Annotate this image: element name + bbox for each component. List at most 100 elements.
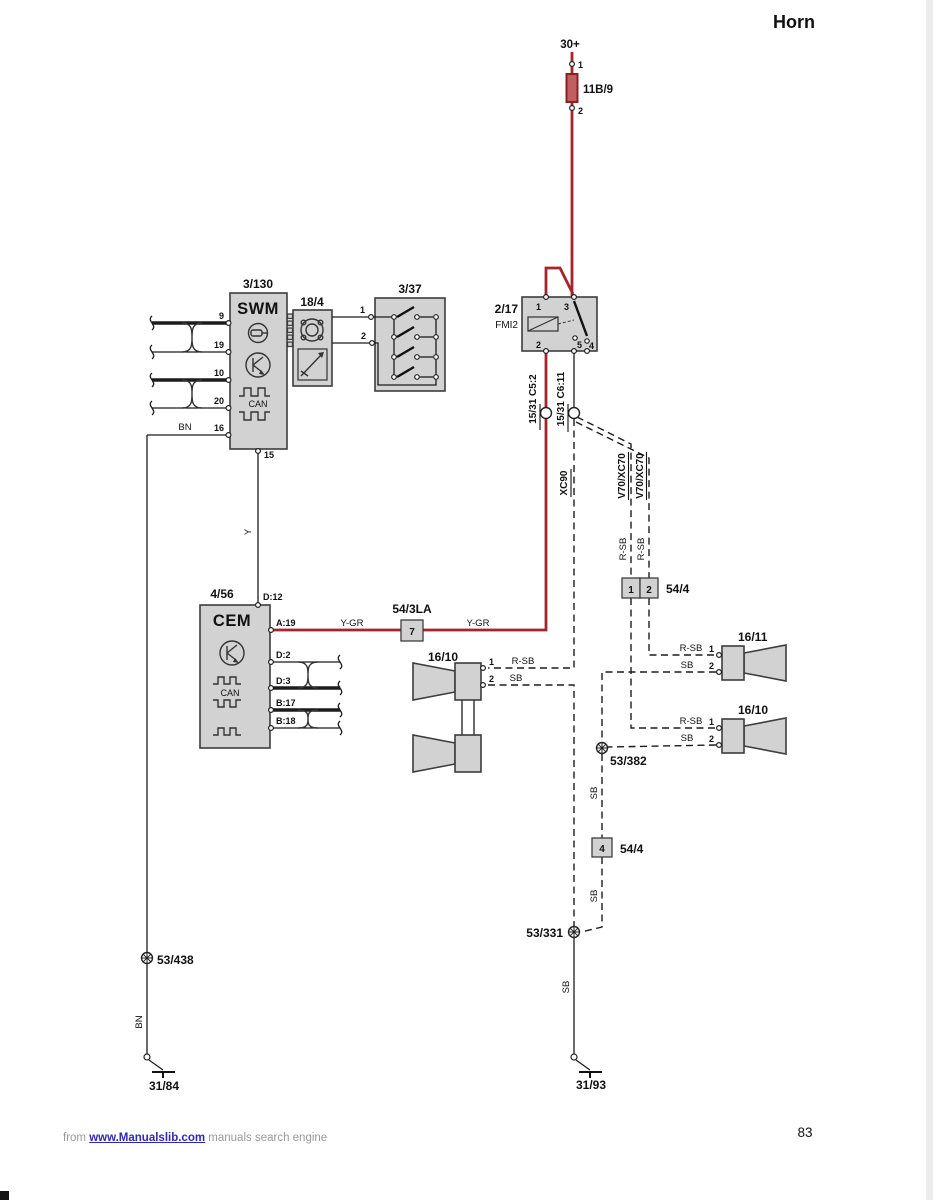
can-bus-icon: CAN <box>239 387 270 421</box>
connector-54-3la-id: 54/3LA <box>392 602 432 616</box>
relay-pin-3-label: 3 <box>564 302 569 312</box>
ground-symbol <box>143 1053 176 1079</box>
relay-pin-2 <box>542 348 549 355</box>
wire-sb-label-left-horn: SB <box>510 673 523 684</box>
cem-pin-d12-label: D:12 <box>263 592 283 602</box>
swm-can-label: CAN <box>248 399 267 409</box>
wire-left-horn-sb <box>488 684 575 926</box>
swm-pin-9 <box>225 320 232 327</box>
ground-symbol <box>570 1053 603 1079</box>
cem-pin-b17-label: B:17 <box>276 698 296 708</box>
wire-rsb-label-1: R-SB <box>618 538 629 561</box>
splice-53-331-label: 53/331 <box>526 926 563 940</box>
twist-symbol-3 <box>297 661 319 689</box>
horn-left-bell-2 <box>412 734 456 773</box>
horn-right-16-10-pin-1-label: 1 <box>709 717 714 727</box>
wire-break-squiggle-1 <box>149 315 155 331</box>
horn-16-11-id: 16/11 <box>738 630 768 644</box>
cem-pin-b17 <box>268 706 275 713</box>
horn-left-pin-1 <box>480 664 487 671</box>
horn-16-11-pin-2 <box>715 668 722 675</box>
can-bus-icon: CAN <box>213 676 241 708</box>
relay-actuator-link <box>557 319 575 325</box>
horn-right-16-10-pin-1 <box>715 724 722 731</box>
connector-54-3la-cavity <box>400 619 424 642</box>
fuse-pin-2 <box>568 104 575 111</box>
horn-icon <box>247 322 269 344</box>
supply-30-label: 30+ <box>560 39 580 51</box>
wire-sb-from-right-16-10 <box>607 744 717 748</box>
splice-53-438: 53/438 <box>140 951 194 967</box>
cavity-1-label: 1 <box>628 585 634 596</box>
switch-row <box>391 365 439 380</box>
swm-pin-16-label: 16 <box>214 423 224 433</box>
wire-break-squiggle-3 <box>149 372 155 388</box>
wire-branch-to-relay-pin1 <box>544 266 575 296</box>
switch-row <box>391 345 439 360</box>
wire-v70-rsb-1 <box>576 416 632 578</box>
wire-sb-label-mid-2: SB <box>589 890 600 903</box>
horn-switch-pin-1 <box>368 314 375 321</box>
relay-pin-4 <box>583 348 590 355</box>
relay-coil-diagonal <box>527 316 559 332</box>
horn-switch-pin-2 <box>369 340 376 347</box>
relay-pin-4-label: 4 <box>589 341 594 351</box>
splice-53-382-label: 53/382 <box>610 754 647 768</box>
horn-switch-body <box>374 297 446 392</box>
clockspring-id-label: 18/4 <box>300 295 324 309</box>
cem-twisted-pairs <box>273 654 343 736</box>
variant-v70-label-2: V70/XC70 <box>635 453 646 499</box>
fuse-pin-1 <box>568 60 575 67</box>
ground-31-93: 31/93 <box>570 1053 606 1092</box>
swm-id-label: 3/130 <box>243 277 273 291</box>
relay-2-17: 2/17 FMI2 1 3 2 5 4 <box>495 294 598 355</box>
pin2-inner-wire <box>374 342 437 386</box>
swm-module-3-130: 3/130 SWM CAN 9 19 10 20 16 <box>147 277 288 535</box>
wire-sb-from-16-11 <box>601 671 716 742</box>
swm-pin-10 <box>225 377 232 384</box>
connector-54-4-cavity-4 <box>591 837 613 858</box>
wire-break-squiggle-2 <box>149 344 155 360</box>
splice-symbol <box>567 925 581 939</box>
horn-switch-id-label: 3/37 <box>398 282 422 296</box>
horn-left-body-1 <box>454 662 482 701</box>
horn-16-11-pin-1 <box>715 651 722 658</box>
connector-54-4-cavity-2 <box>639 577 659 599</box>
cem-pin-b18 <box>268 724 275 731</box>
footer-suffix: manuals search engine <box>208 1132 328 1144</box>
relay-name-label: FMI2 <box>495 320 518 331</box>
cem-pin-d12 <box>255 601 262 608</box>
horn-right-16-10-bell <box>743 717 787 755</box>
swm-name-label: SWM <box>237 300 279 318</box>
wire-break-squiggle-7 <box>337 702 343 718</box>
cavity-7-label: 7 <box>409 627 415 638</box>
connector-54-4-id: 54/4 <box>666 582 690 596</box>
manualslib-link[interactable]: www.Manualslib.com <box>89 1132 206 1144</box>
wire-xc90-rsb <box>488 419 575 669</box>
horn-left-pin-1-label: 1 <box>489 657 494 667</box>
variant-labels: XC90 V70/XC70 V70/XC70 <box>559 452 648 500</box>
connector-c6-11 <box>567 406 581 420</box>
footer-watermark: from www.Manualslib.com manuals search e… <box>63 1132 327 1144</box>
twist-symbol-4 <box>297 709 319 729</box>
cem-pin-d3-label: D:3 <box>276 676 291 686</box>
ground-31-84: 31/84 <box>143 1053 179 1093</box>
wire-sb-label-right-16-10: SB <box>681 733 694 744</box>
wire-bn-label-top: BN <box>178 422 191 433</box>
relay-pin-3 <box>570 294 577 301</box>
wire-rsb-to-right-16-10 <box>630 598 716 729</box>
swm-pin-10-label: 10 <box>214 368 224 378</box>
relay-id-label: 2/17 <box>495 302 519 316</box>
horn-16-11-bell <box>743 644 787 682</box>
cem-pin-d2-label: D:2 <box>276 650 291 660</box>
variant-v70-label-1: V70/XC70 <box>617 453 628 499</box>
relay-pin-2-label: 2 <box>536 340 541 350</box>
wire-rsb-label-16-11: R-SB <box>680 643 703 654</box>
clockspring-18-4: 18/4 <box>286 295 369 387</box>
relay-pin-1-label: 1 <box>536 302 541 312</box>
connector-54-4-mid: 4 54/4 <box>591 837 644 858</box>
relay-pin-1 <box>542 294 549 301</box>
swm-pin-19 <box>225 349 232 356</box>
horn-right-16-10-pin-2 <box>715 741 722 748</box>
